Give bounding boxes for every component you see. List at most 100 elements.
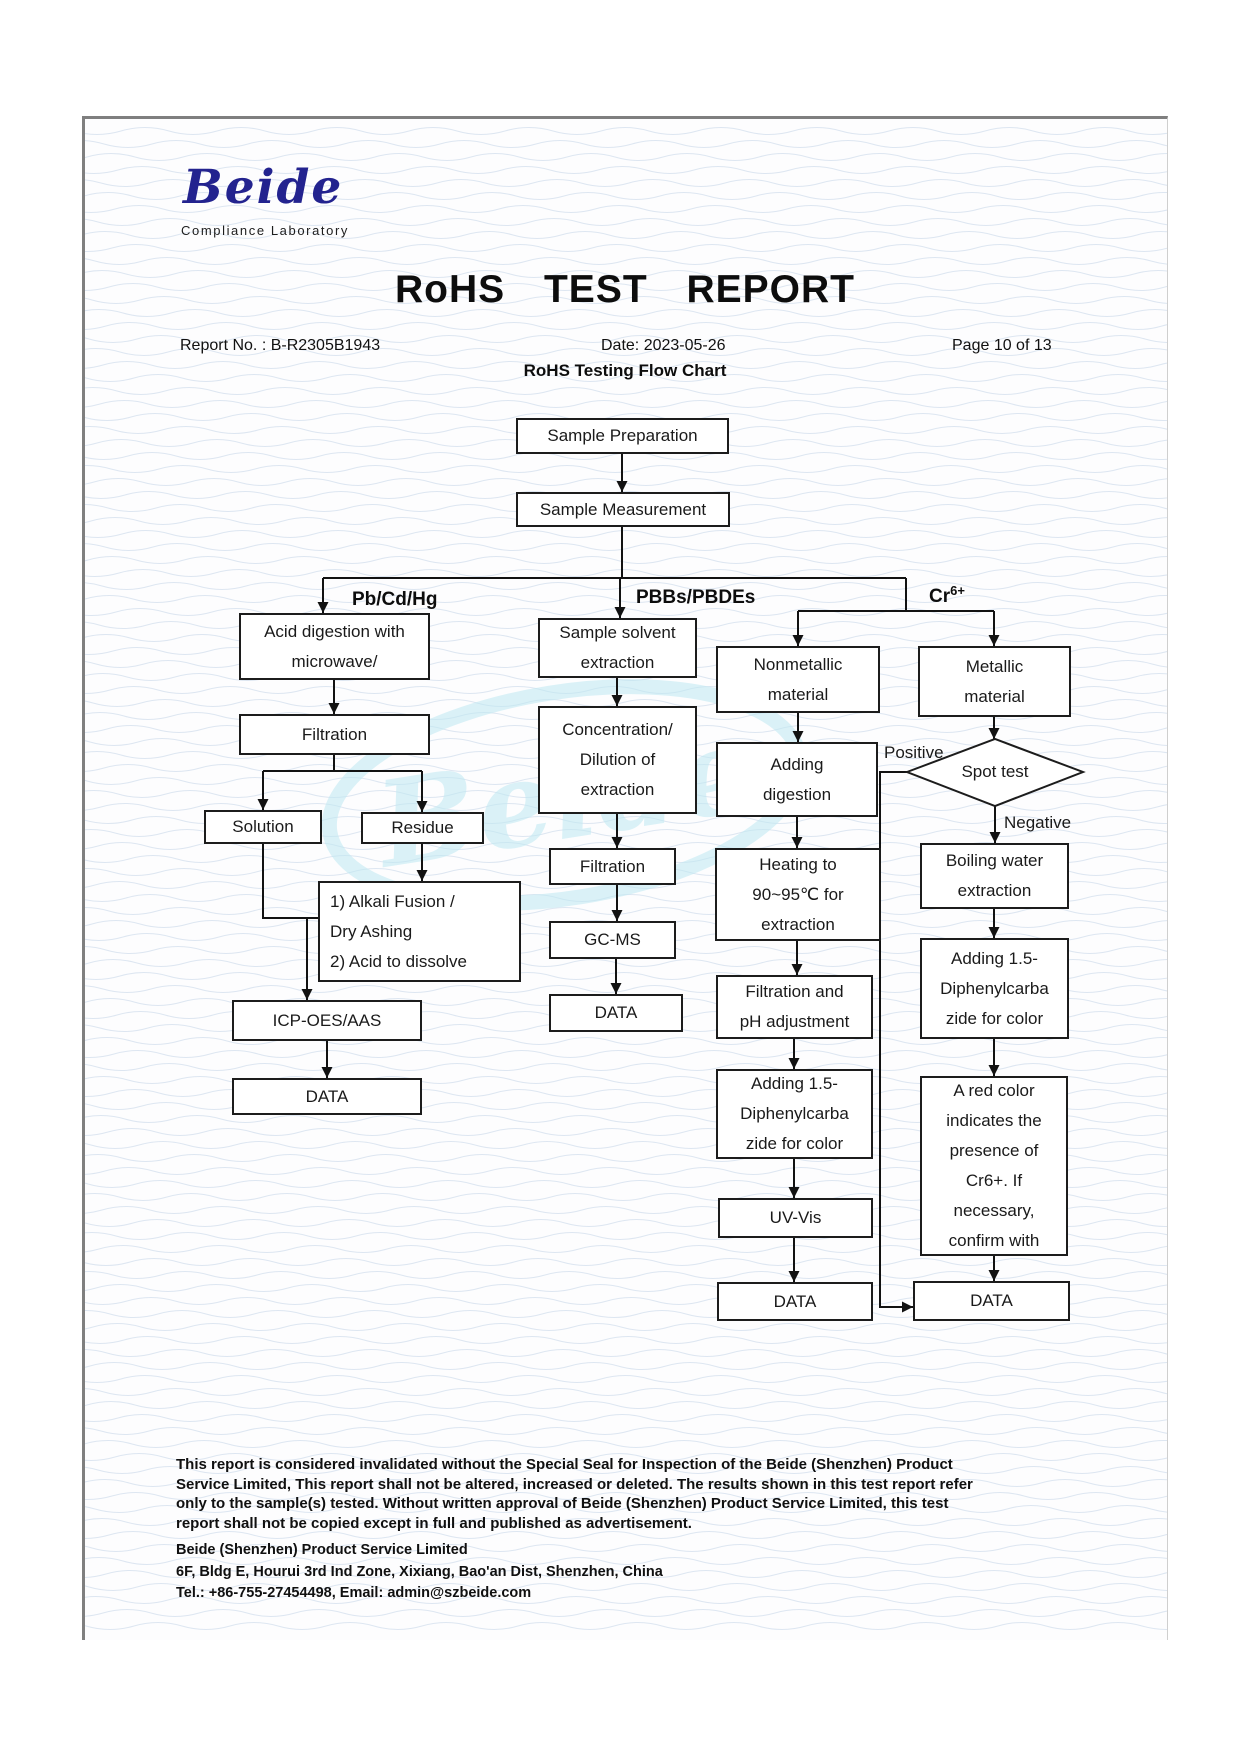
wave-line xyxy=(85,959,1167,967)
solution-node: Solution xyxy=(204,810,322,844)
wave-line xyxy=(85,270,1167,278)
sample-preparation-node: Sample Preparation xyxy=(516,418,729,454)
wave-line xyxy=(85,296,1167,304)
flow-chart-title: RoHS Testing Flow Chart xyxy=(523,361,727,380)
arrowhead xyxy=(989,832,1001,843)
wave-line xyxy=(85,1128,1167,1136)
wave-line xyxy=(85,699,1167,707)
wave-line xyxy=(85,1414,1167,1422)
gc-ms-node: GC-MS xyxy=(549,921,676,959)
wave-line xyxy=(85,1583,1167,1591)
arrowhead xyxy=(988,927,1000,938)
wave-line xyxy=(85,1349,1167,1357)
company-address: 6F, Bldg E, Hourui 3rd Ind Zone, Xixiang… xyxy=(176,1563,663,1580)
arrowhead xyxy=(792,635,804,646)
wave-line xyxy=(85,1258,1167,1266)
wave-line xyxy=(85,582,1167,590)
boiling-water-node: Boiling water extraction xyxy=(920,843,1069,909)
company-name: Beide (Shenzhen) Product Service Limited xyxy=(176,1542,468,1558)
arrowhead xyxy=(301,989,313,1000)
wave-line xyxy=(85,1596,1167,1604)
acid-digestion-node: Acid digestion with microwave/ xyxy=(239,613,430,680)
heating-node: Heating to 90~95℃ for extraction xyxy=(715,848,881,941)
wave-line xyxy=(85,1388,1167,1396)
data-mid-node: DATA xyxy=(549,994,683,1032)
data-metal-node: DATA xyxy=(913,1281,1070,1321)
wave-line xyxy=(85,608,1167,616)
filtration-left-node: Filtration xyxy=(239,714,430,755)
report-date: Date: 2023-05-26 xyxy=(601,337,726,354)
beide-logo: Beide xyxy=(183,160,344,215)
spot-test-label: Spot test xyxy=(961,762,1029,781)
wave-line xyxy=(85,1570,1167,1578)
arrowhead xyxy=(988,728,1000,739)
arrowhead xyxy=(792,731,804,742)
red-color-node: A red color indicates the presence of Cr… xyxy=(920,1076,1068,1256)
arrowhead xyxy=(416,870,428,881)
wave-line xyxy=(85,1401,1167,1409)
arrowhead xyxy=(614,607,626,618)
wave-line xyxy=(85,218,1167,226)
arrowhead xyxy=(257,799,269,810)
wave-line xyxy=(85,140,1167,148)
alkali-fusion-node: 1) Alkali Fusion / Dry Ashing 2) Acid to… xyxy=(318,881,521,982)
wave-line xyxy=(85,1180,1167,1188)
arrowhead xyxy=(791,837,803,848)
sample-solvent-node: Sample solvent extraction xyxy=(538,618,697,678)
wave-line xyxy=(85,894,1167,902)
wave-line xyxy=(85,1206,1167,1214)
wave-line xyxy=(85,244,1167,252)
data-nonmetal-node: DATA xyxy=(717,1282,873,1321)
wave-line xyxy=(85,1557,1167,1565)
wave-line xyxy=(85,881,1167,889)
wave-line xyxy=(85,387,1167,395)
wave-pattern-background xyxy=(85,127,1167,1630)
wave-line xyxy=(85,569,1167,577)
adding-dip-nonmetal-node: Adding 1.5- Diphenylcarba zide for color xyxy=(716,1069,873,1159)
wave-line xyxy=(85,1531,1167,1539)
wave-line xyxy=(85,1622,1167,1630)
wave-line xyxy=(85,1375,1167,1383)
wave-line xyxy=(85,413,1167,421)
wave-line xyxy=(85,283,1167,291)
arrowhead xyxy=(317,602,329,613)
company-contact: Tel.: +86-755-27454498, Email: admin@szb… xyxy=(176,1585,532,1601)
wave-line xyxy=(85,1544,1167,1552)
branch-label-pb-cd-hg: Pb/Cd/Hg xyxy=(352,589,438,610)
metallic-node: Metallic material xyxy=(918,646,1071,717)
arrowhead xyxy=(611,837,623,848)
wave-line xyxy=(85,192,1167,200)
wave-line xyxy=(85,985,1167,993)
wave-line xyxy=(85,556,1167,564)
wave-line xyxy=(85,179,1167,187)
wave-line xyxy=(85,465,1167,473)
wave-line xyxy=(85,1245,1167,1253)
adding-digestion-node: Adding digestion xyxy=(716,742,878,817)
arrowhead xyxy=(611,695,623,706)
wave-line xyxy=(85,1479,1167,1487)
cr6-superscript: 6+ xyxy=(950,583,965,598)
arrowhead xyxy=(616,481,628,492)
arrowhead xyxy=(788,1271,800,1282)
wave-line xyxy=(85,1505,1167,1513)
wave-line xyxy=(85,335,1167,343)
wave-line xyxy=(85,1271,1167,1279)
page-title: RoHS TEST REPORT xyxy=(394,268,856,311)
uv-vis-node: UV-Vis xyxy=(718,1198,873,1238)
wave-line xyxy=(85,231,1167,239)
wave-line xyxy=(85,153,1167,161)
wave-line xyxy=(85,1050,1167,1058)
arrowhead xyxy=(988,635,1000,646)
wave-line xyxy=(85,1141,1167,1149)
wave-line xyxy=(85,1063,1167,1071)
report-number: Report No. : B-R2305B1943 xyxy=(180,337,381,354)
branch-label-cr6: Cr6+ xyxy=(929,583,965,607)
filtration-ph-node: Filtration and pH adjustment xyxy=(716,975,873,1039)
wave-line xyxy=(85,374,1167,382)
data-left-node: DATA xyxy=(232,1078,422,1115)
wave-line xyxy=(85,400,1167,408)
arrowhead xyxy=(416,801,428,812)
filtration-mid-node: Filtration xyxy=(549,848,676,885)
wave-line xyxy=(85,1310,1167,1318)
positive-label: Positive xyxy=(884,743,944,762)
